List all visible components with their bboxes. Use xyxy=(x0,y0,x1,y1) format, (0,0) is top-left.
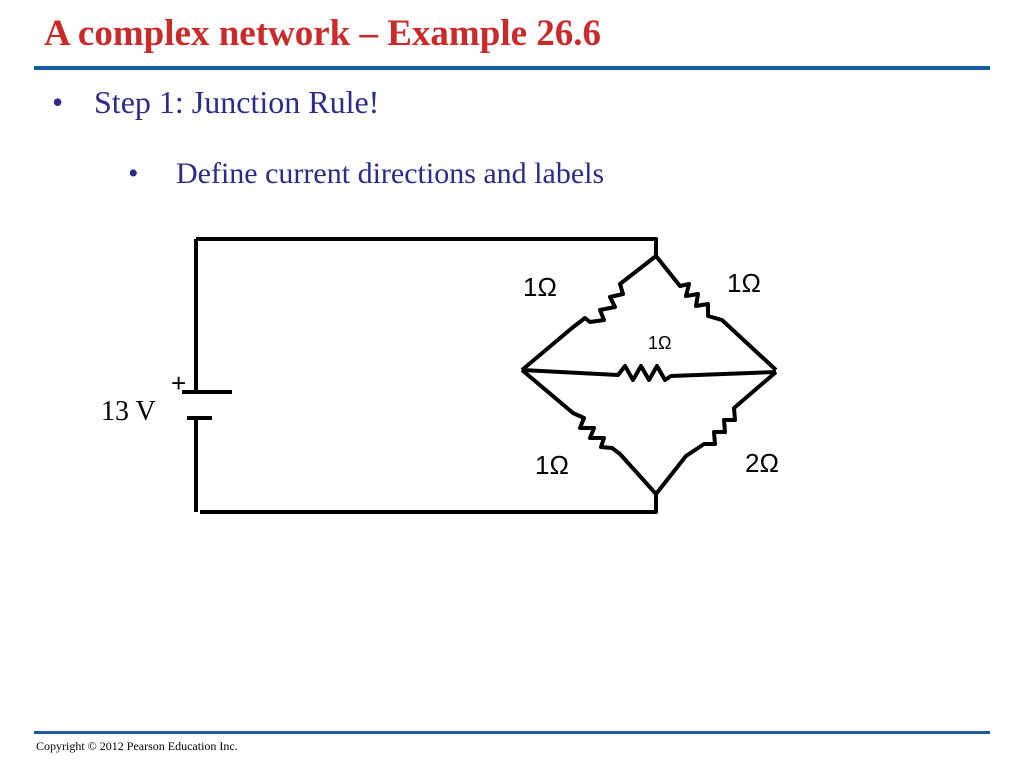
battery-voltage-label: 13 V xyxy=(101,396,156,427)
slide-title: A complex network – Example 26.6 xyxy=(44,13,602,54)
bullet-text: Define current directions and labels xyxy=(176,157,605,190)
bullet-define-currents: • Define current directions and labels xyxy=(128,157,604,191)
bullet-text: Step 1: Junction Rule! xyxy=(94,84,380,120)
resistor-bottom-left xyxy=(520,368,658,496)
bullet-step-1: • Step 1: Junction Rule! xyxy=(52,84,379,121)
title-divider xyxy=(34,66,990,70)
footer-divider xyxy=(34,731,990,734)
resistor-label-bottom-right: 2Ω xyxy=(745,448,779,478)
resistor-label-top-right: 1Ω xyxy=(727,268,761,298)
resistor-label-bottom-left: 1Ω xyxy=(535,450,569,480)
wire-top xyxy=(196,237,658,256)
resistor-middle xyxy=(521,364,777,382)
copyright-footer: Copyright © 2012 Pearson Education Inc. xyxy=(36,739,238,753)
bullet-marker: • xyxy=(128,157,139,190)
battery-plus-sign: + xyxy=(171,368,186,398)
wire-bottom xyxy=(200,494,658,514)
resistor-bottom-right xyxy=(654,370,778,496)
resistor-label-middle: 1Ω xyxy=(648,333,671,353)
resistor-top-left xyxy=(520,254,658,372)
resistor-top-right xyxy=(654,254,778,372)
resistor-label-top-left: 1Ω xyxy=(523,272,557,302)
bullet-marker: • xyxy=(52,84,64,120)
